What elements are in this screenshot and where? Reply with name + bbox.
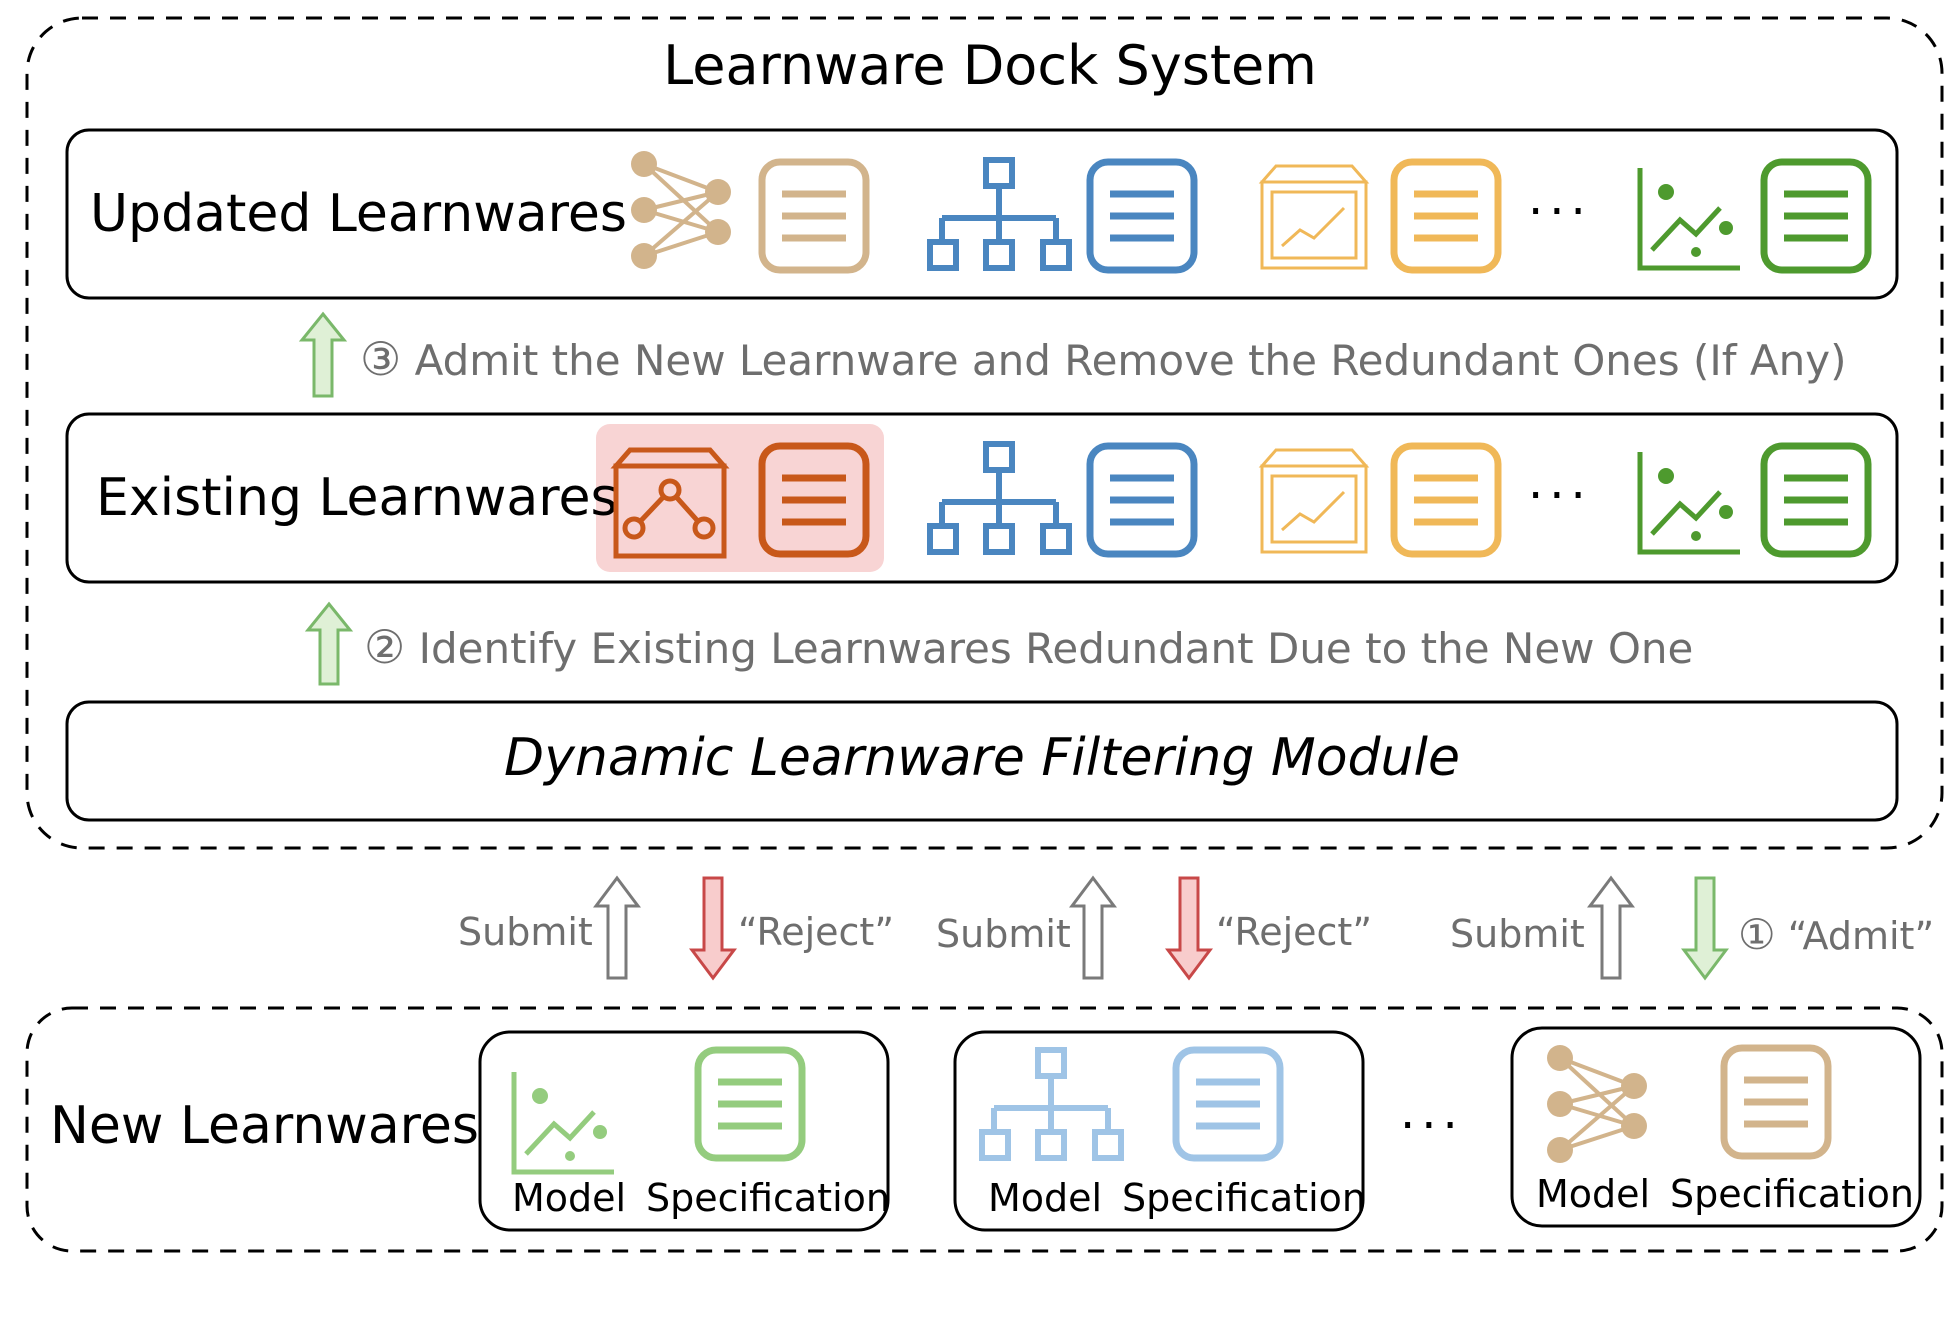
arrow-down-icon: [689, 876, 737, 981]
filtering-module-box: [65, 700, 1899, 822]
reject-label-2: “Reject”: [1216, 910, 1373, 954]
existing-learnwares-label: Existing Learnwares: [96, 468, 618, 528]
new-card-1-box: [478, 1030, 890, 1232]
document-icon: [1760, 158, 1872, 274]
arrow-up-icon: [593, 875, 641, 980]
box-chart-icon: [1258, 164, 1370, 270]
card-3-spec-label: Specification: [1670, 1172, 1914, 1216]
card-1-spec-label: Specification: [646, 1176, 890, 1220]
new-card-2-box: [953, 1030, 1365, 1232]
neural-network-icon: [631, 151, 731, 269]
document-icon: [1172, 1046, 1284, 1162]
card-3-model-label: Model: [1536, 1172, 1651, 1216]
box-chart-icon: [1258, 448, 1370, 554]
document-icon: [758, 158, 870, 274]
redundant-highlight: [596, 424, 884, 572]
arrow-up-icon: [1587, 875, 1635, 980]
step-2-label: Identify Existing Learnwares Redundant D…: [418, 624, 1694, 673]
arrow-up-icon: [1069, 875, 1117, 980]
tree-icon: [927, 157, 1072, 271]
card-2-spec-label: Specification: [1122, 1176, 1366, 1220]
new-learnwares-label: New Learnwares: [50, 1096, 479, 1156]
submit-label-1: Submit: [458, 910, 593, 954]
admit-label: “Admit”: [1787, 914, 1935, 958]
arrow-down-icon: [1165, 876, 1213, 981]
scatter-chart-icon: [1637, 168, 1740, 271]
document-icon: [1086, 158, 1198, 274]
cube-graph-icon: [610, 447, 730, 559]
neural-network-icon: [1547, 1045, 1647, 1163]
arrow-down-icon: [1681, 876, 1729, 981]
arrow-up-icon: [298, 311, 348, 398]
document-icon: [1086, 442, 1198, 558]
document-icon: [694, 1046, 806, 1162]
existing-learnwares-box: [65, 412, 1899, 584]
step-3-text: ③ Admit the New Learnware and Remove the…: [360, 332, 1846, 386]
step-1-number: ①: [1738, 910, 1776, 959]
step-3-label: Admit the New Learnware and Remove the R…: [414, 336, 1847, 385]
step-1-text: ① “Admit”: [1738, 910, 1934, 959]
system-title: Learnware Dock System: [663, 34, 1317, 97]
new-ellipsis: ···: [1400, 1098, 1464, 1154]
step-2-text: ② Identify Existing Learnwares Redundant…: [364, 620, 1693, 674]
step-3-number: ③: [360, 332, 402, 386]
submit-label-2: Submit: [936, 912, 1071, 956]
updated-ellipsis: ···: [1528, 184, 1592, 240]
tree-icon: [927, 441, 1072, 555]
reject-label-1: “Reject”: [738, 910, 895, 954]
document-icon: [1760, 442, 1872, 558]
filtering-module-label: Dynamic Learnware Filtering Module: [504, 728, 1460, 788]
step-2-number: ②: [364, 620, 406, 674]
document-icon: [1390, 158, 1502, 274]
card-2-model-label: Model: [988, 1176, 1103, 1220]
arrow-up-icon: [304, 601, 354, 686]
card-1-model-label: Model: [512, 1176, 627, 1220]
submit-label-3: Submit: [1450, 912, 1585, 956]
updated-learnwares-label: Updated Learnwares: [90, 184, 627, 244]
tree-icon: [979, 1047, 1124, 1161]
new-card-3-box: [1510, 1026, 1922, 1228]
updated-learnwares-box: [65, 128, 1899, 300]
learnware-dock-system-border: [25, 16, 1944, 850]
new-learnwares-border: [25, 1006, 1944, 1253]
scatter-chart-icon: [511, 1072, 614, 1175]
scatter-chart-icon: [1637, 452, 1740, 555]
existing-ellipsis: ···: [1528, 468, 1592, 524]
document-icon: [1390, 442, 1502, 558]
document-icon: [758, 442, 870, 558]
document-icon: [1720, 1044, 1832, 1160]
